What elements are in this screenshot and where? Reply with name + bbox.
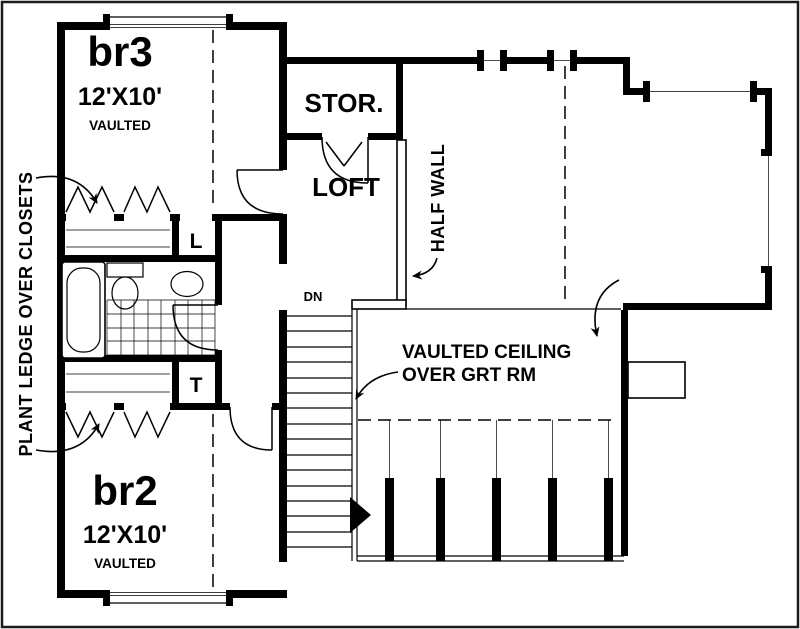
room-size-br2: 12'X10' <box>83 521 167 549</box>
room-label-loft: LOFT <box>312 172 380 202</box>
fireplace <box>627 361 686 399</box>
labels: br3 12'X10' VAULTED br2 12'X10' VAULTED … <box>16 28 571 571</box>
vaulted-ceiling-arrow-left <box>355 371 399 400</box>
label-stairs-down: DN <box>304 289 323 304</box>
sink <box>170 270 204 298</box>
interior-walls <box>57 22 403 562</box>
room-label-linen: L <box>190 230 203 253</box>
bathtub <box>61 261 106 359</box>
room-label-storage: STOR. <box>305 88 384 118</box>
exterior-walls <box>57 22 772 598</box>
room-note-br2: VAULTED <box>94 556 156 571</box>
stair-treads <box>287 315 352 548</box>
label-vaulted-ceiling-2: OVER GRT RM <box>402 365 536 386</box>
closet-shelves <box>66 229 170 393</box>
annotation-arrows <box>35 175 620 453</box>
label-half-wall: HALF WALL <box>428 144 448 252</box>
vaulted-ceiling-arrow-right <box>590 279 620 337</box>
label-plant-ledge: PLANT LEDGE OVER CLOSETS <box>16 171 36 456</box>
toilet-tank <box>106 262 144 278</box>
windows <box>103 14 772 606</box>
closet-bifold-doors <box>65 185 171 439</box>
plant-ledge-arrow-bottom <box>35 423 100 453</box>
bathroom-fixtures <box>61 261 216 359</box>
room-label-br3: br3 <box>87 28 152 75</box>
doors <box>172 136 369 451</box>
toilet-bowl <box>111 276 139 310</box>
stair-direction-arrow <box>350 497 371 533</box>
room-label-t-closet: T <box>190 374 203 397</box>
room-note-br3: VAULTED <box>89 118 151 133</box>
half-wall-arrow <box>412 257 438 280</box>
room-label-br2: br2 <box>92 467 157 514</box>
room-size-br3: 12'X10' <box>78 83 162 111</box>
ceiling-break-lines <box>212 30 618 588</box>
window-posts <box>357 420 624 562</box>
plant-ledge-arrow-top <box>35 175 98 204</box>
stairs <box>287 309 371 561</box>
label-vaulted-ceiling-1: VAULTED CEILING <box>402 342 571 363</box>
tile-floor <box>106 299 216 356</box>
half-wall <box>351 139 407 310</box>
